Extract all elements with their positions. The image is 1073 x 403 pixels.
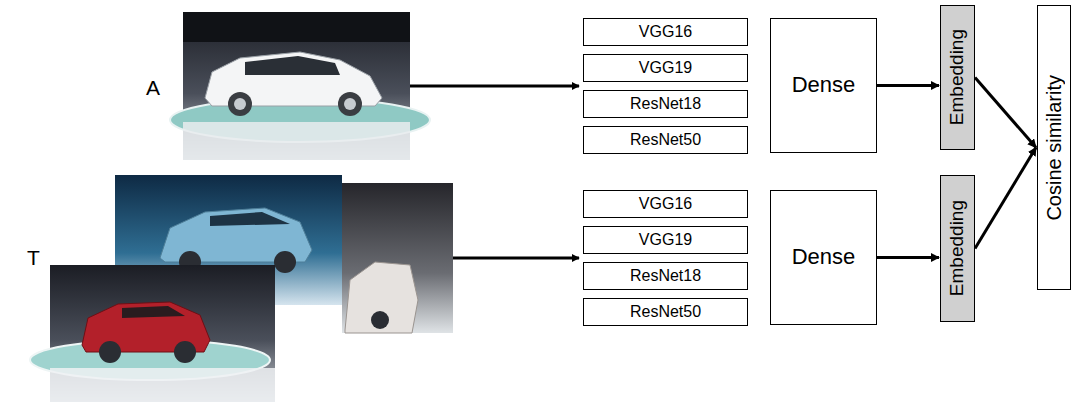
embedding-box: Embedding [940,175,975,322]
node-label: ResNet50 [630,303,701,321]
node-label: VGG19 [639,59,692,77]
dense-box: Dense [770,18,877,153]
connector-arrow [877,256,939,259]
node-label: Embedding [947,29,968,125]
photo-a [170,12,430,160]
node-label: Dense [792,73,856,97]
similarity-box: Cosine similarity [1037,5,1071,290]
connector-arrow [877,84,939,87]
node-label: ResNet50 [630,131,701,149]
backbone-box: ResNet18 [583,90,748,118]
backbone-box: ResNet18 [583,262,748,290]
dense-box: Dense [770,190,877,325]
backbone-box: VGG16 [583,18,748,46]
photo-t-front [30,265,275,402]
photo-t-right [342,183,453,333]
node-label: Cosine similarity [1043,75,1065,221]
node-label: Embedding [947,200,968,296]
input-label: A [146,76,160,99]
input-arrow [453,257,579,260]
input-arrow [410,85,579,88]
backbone-box: VGG16 [583,190,748,218]
embedding-box: Embedding [940,5,975,150]
node-label: Dense [792,245,856,269]
backbone-box: VGG19 [583,226,748,254]
connector-arrow [975,78,1036,148]
node-label: ResNet18 [630,267,701,285]
input-label: T [27,246,40,269]
backbone-box: ResNet50 [583,126,748,154]
backbone-box: ResNet50 [583,298,748,326]
node-label: VGG16 [639,23,692,41]
connector-arrow [975,148,1036,249]
node-label: VGG16 [639,195,692,213]
node-label: ResNet18 [630,95,701,113]
backbone-box: VGG19 [583,54,748,82]
node-label: VGG19 [639,231,692,249]
